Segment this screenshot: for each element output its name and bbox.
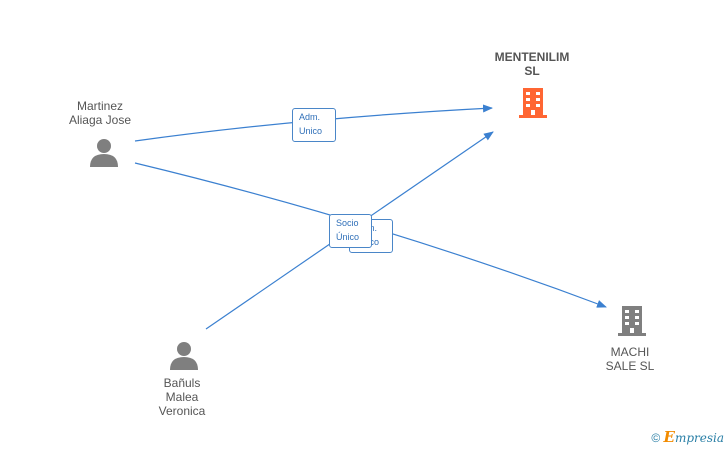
building-icon[interactable] [519, 88, 547, 118]
empresia-logo: Empresia [663, 428, 725, 446]
edge-label-socio-unico: Socio Único [329, 214, 372, 248]
copyright-icon: © [651, 431, 661, 445]
brand-footer: © Empresia [651, 428, 724, 446]
edge-label-adm-unico: Adm. Unico [292, 108, 336, 142]
node-label-banuls[interactable]: Bañuls Malea Veronica [158, 376, 206, 418]
building-icon[interactable] [618, 306, 646, 336]
node-label-machi[interactable]: MACHI SALE SL [605, 345, 655, 373]
node-label-mentenilim[interactable]: MENTENILIM SL [494, 50, 570, 78]
node-label-martinez[interactable]: Martinez Aliaga Jose [68, 99, 132, 127]
person-icon[interactable] [170, 342, 198, 370]
person-icon[interactable] [90, 139, 118, 167]
